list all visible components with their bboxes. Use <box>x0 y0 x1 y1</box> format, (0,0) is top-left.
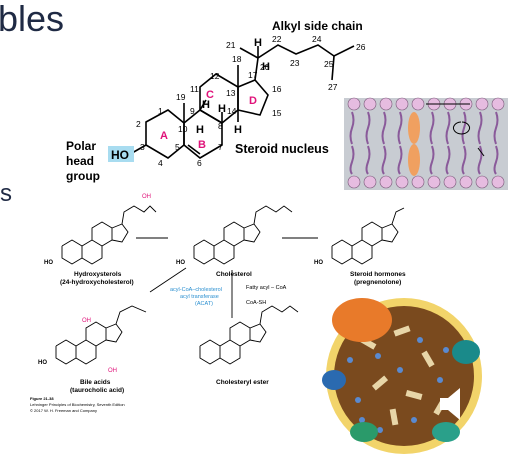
pathway-oh-labels: OH OH OH <box>82 194 151 374</box>
num-20: 20 <box>260 62 270 72</box>
num-19: 19 <box>176 92 186 102</box>
hydroxysterols-sub: (24-hydroxycholesterol) <box>60 279 134 286</box>
polar-label-2: head <box>66 154 94 168</box>
num-14: 14 <box>227 106 237 116</box>
num-9: 9 <box>190 106 195 116</box>
oh-bile-1: OH <box>82 318 91 324</box>
slide-title: bles <box>0 0 65 39</box>
alkyl-side-chain-label: Alkyl side chain <box>272 19 363 33</box>
num-8: 8 <box>218 121 223 131</box>
h-9: H <box>202 99 210 111</box>
ring-c-letter: C <box>206 89 214 101</box>
figure-copyright: © 2017 W. H. Freeman and Company <box>30 408 97 413</box>
steroid-hormones-sub: (pregnenolone) <box>354 279 401 286</box>
left-text-fragment: s <box>0 180 12 207</box>
ring-d-letter: D <box>249 95 257 107</box>
oh-hydroxy: OH <box>142 194 151 200</box>
figure-source: Lehninger Principles of Biochemistry, Se… <box>30 402 125 407</box>
num-22: 22 <box>272 34 282 44</box>
coash-label: CoA-SH <box>246 300 266 306</box>
num-26: 26 <box>356 42 366 52</box>
num-4: 4 <box>158 158 163 168</box>
ring-a-letter: A <box>160 130 168 142</box>
num-15: 15 <box>272 108 282 118</box>
ring-b-letter: B <box>198 139 206 151</box>
h-20: H <box>254 37 262 49</box>
steroid-nucleus-label: Steroid nucleus <box>235 142 329 156</box>
pathway-labels: Hydroxysterols (24-hydroxycholesterol) C… <box>60 271 406 394</box>
h-14: H <box>234 124 242 136</box>
num-24: 24 <box>312 34 322 44</box>
oh-bile-2: OH <box>108 368 117 374</box>
num-11: 11 <box>190 84 199 94</box>
num-6: 6 <box>197 158 202 168</box>
cholesteryl-ester-label: Cholesteryl ester <box>216 379 269 386</box>
acat-line-3: (ACAT) <box>195 301 213 307</box>
bile-acids-label: Bile acids <box>80 379 111 386</box>
num-25: 25 <box>324 59 334 69</box>
h-atoms: H H H H H H <box>196 37 270 136</box>
ho-right: HO <box>314 260 323 266</box>
membrane-illustration <box>344 97 508 190</box>
num-10: 10 <box>178 124 188 134</box>
hydroxysterols-label: Hydroxysterols <box>74 271 122 278</box>
num-21: 21 <box>226 40 236 50</box>
h-8b: H <box>196 124 204 136</box>
acat-line-2: acyl transferase <box>180 294 219 300</box>
num-23: 23 <box>290 58 300 68</box>
pathway-ho-labels: HO HO HO HO <box>38 260 323 366</box>
figure-caption: Figure 21-38 Lehninger Principles of Bio… <box>30 396 125 413</box>
cholesterol-label: Cholesterol <box>216 271 252 278</box>
ho-left: HO <box>44 260 53 266</box>
num-17: 17 <box>248 70 258 80</box>
num-18: 18 <box>232 54 242 64</box>
polar-label-3: group <box>66 169 100 183</box>
steroid-structure <box>131 44 355 159</box>
bile-acids-sub: (taurocholic acid) <box>70 387 124 394</box>
ho-label: HO <box>111 148 129 162</box>
num-7: 7 <box>218 142 223 152</box>
fatty-acyl-label: Fatty acyl – CoA <box>246 285 287 291</box>
ho-bile: HO <box>38 360 47 366</box>
polar-label-1: Polar <box>66 139 96 153</box>
pathway-structures <box>55 205 405 365</box>
num-5: 5 <box>175 142 180 152</box>
h-8: H <box>218 103 226 115</box>
num-1: 1 <box>158 106 163 116</box>
acat-line-1: acyl-CoA–cholesterol <box>170 287 222 293</box>
num-12: 12 <box>210 71 220 81</box>
num-2: 2 <box>136 119 141 129</box>
steroid-hormones-label: Steroid hormones <box>350 271 406 278</box>
num-3: 3 <box>140 142 145 152</box>
ring-d-shape <box>237 79 269 116</box>
num-27: 27 <box>328 82 338 92</box>
figure-number: Figure 21-38 <box>30 396 54 401</box>
acat-labels: acyl-CoA–cholesterol acyl transferase (A… <box>170 285 287 307</box>
ho-center: HO <box>176 260 185 266</box>
num-13: 13 <box>226 88 236 98</box>
atom-numbers: 1 2 3 4 5 6 7 8 9 10 11 12 13 14 15 16 1… <box>136 34 366 168</box>
h-17: H <box>262 61 270 73</box>
ho-highlight-box <box>108 146 134 162</box>
lipoprotein-illustration <box>322 298 482 454</box>
num-16: 16 <box>272 84 282 94</box>
